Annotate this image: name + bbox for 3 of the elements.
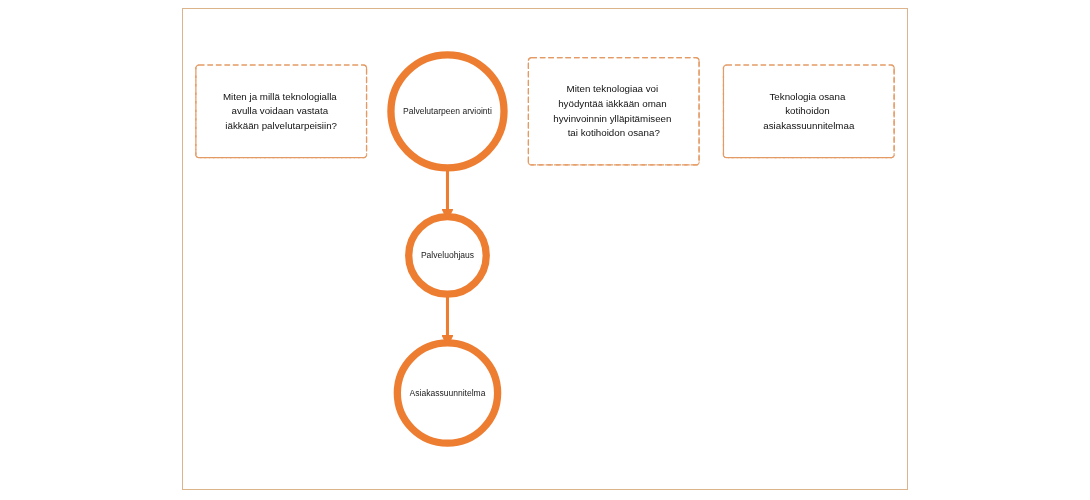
node-circle: Palveluohjaus: [405, 213, 490, 298]
node-circle: Asiakassuunnitelma: [393, 339, 502, 447]
node-circle: Palvelutarpeen arviointi: [387, 51, 508, 172]
